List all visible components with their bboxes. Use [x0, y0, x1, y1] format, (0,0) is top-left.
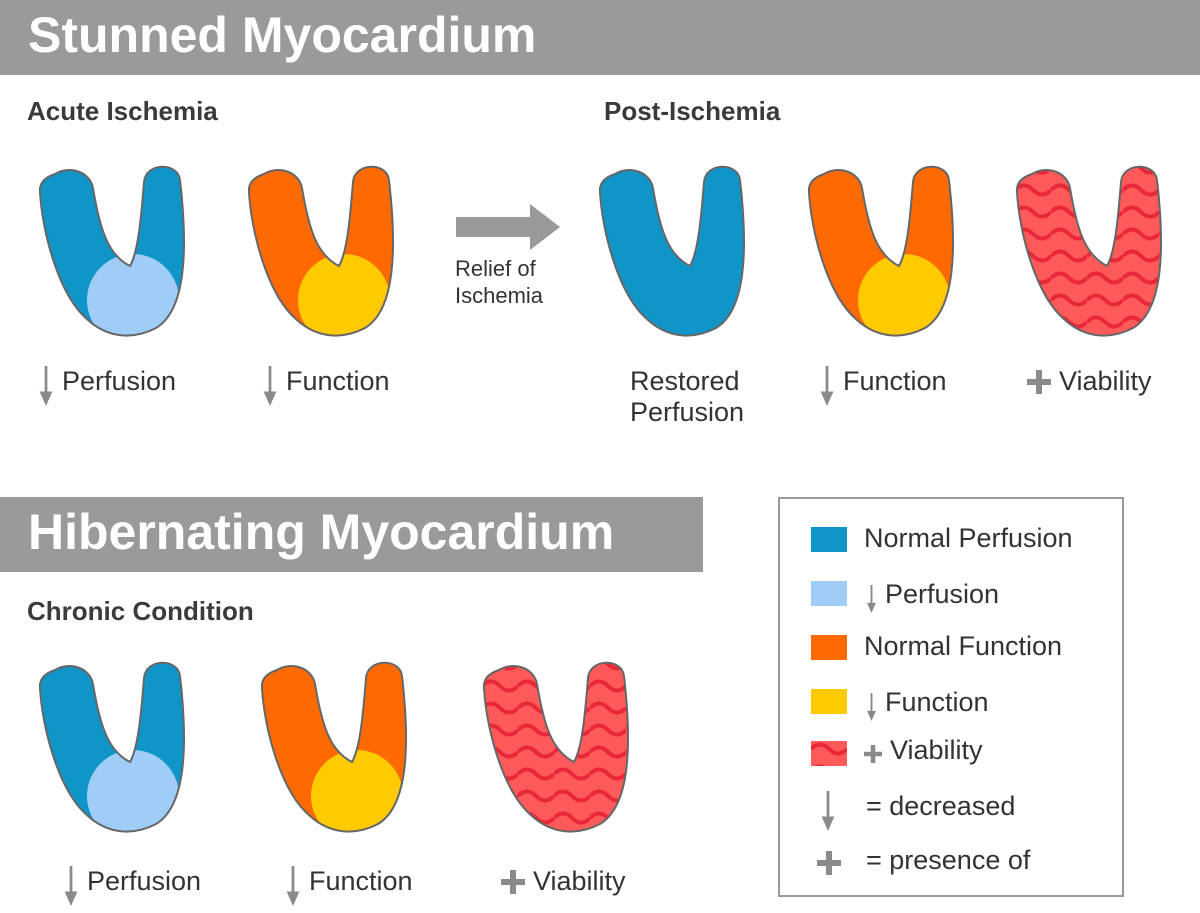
caption-text-line2: Perfusion	[630, 397, 745, 427]
chronic-function-caption: Function	[285, 866, 413, 906]
viability-swatch	[811, 741, 847, 766]
legend-text: = presence of	[866, 845, 1031, 875]
down-arrow-icon	[819, 366, 835, 406]
down-arrow-icon	[285, 866, 301, 906]
chronic-condition-label: Chronic Condition	[27, 596, 254, 626]
plus-icon	[501, 870, 525, 894]
chronic-perfusion-caption: Perfusion	[63, 866, 201, 906]
chronic-function-heart	[260, 661, 408, 833]
caption-text-line1: Restored	[630, 366, 740, 396]
relief-line-1: Relief of	[455, 256, 536, 281]
relief-line-2: Ischemia	[455, 283, 544, 308]
caption-text: Perfusion	[62, 366, 177, 396]
relief-arrow-icon	[456, 204, 560, 250]
acute-function-caption: Function	[262, 366, 390, 406]
acute-function-heart	[247, 165, 395, 337]
caption-text: Viability	[1059, 366, 1152, 396]
caption-text: Perfusion	[87, 866, 202, 896]
legend-text: = decreased	[866, 791, 1016, 821]
legend-text: Normal Perfusion	[864, 523, 1073, 553]
legend-viability: Viability	[864, 735, 983, 766]
caption-text: Viability	[533, 866, 626, 896]
down-arrow-icon	[866, 585, 877, 613]
post-function-heart	[807, 165, 955, 337]
decreased-perfusion-swatch	[811, 581, 847, 606]
relief-of-ischemia-label: Relief of Ischemia	[455, 255, 543, 309]
normal-perfusion-swatch	[811, 527, 847, 552]
down-arrow-icon	[820, 791, 836, 831]
down-arrow-icon	[262, 366, 278, 406]
acute-perfusion-heart	[38, 165, 186, 337]
stunned-title: Stunned Myocardium	[28, 7, 537, 63]
chronic-viability-caption: Viability	[501, 866, 626, 897]
plus-icon	[1027, 370, 1051, 394]
legend-box: Normal Perfusion Perfusion Normal Functi…	[778, 497, 1124, 897]
legend-presence-key: = presence of	[866, 845, 1030, 876]
hibernating-title: Hibernating Myocardium	[28, 504, 615, 560]
legend-normal-perfusion: Normal Perfusion	[864, 523, 1073, 554]
plus-icon	[817, 851, 841, 875]
post-function-caption: Function	[819, 366, 947, 406]
post-viability-caption: Viability	[1027, 366, 1152, 397]
down-arrow-icon	[63, 866, 79, 906]
legend-decreased-key: = decreased	[866, 791, 1015, 822]
down-arrow-icon	[38, 366, 54, 406]
legend-text: Viability	[890, 735, 983, 765]
hibernating-banner: Hibernating Myocardium	[0, 497, 703, 572]
post-viability-heart	[1015, 165, 1163, 337]
decreased-function-swatch	[811, 689, 847, 714]
chronic-perfusion-heart	[38, 661, 186, 833]
legend-decreased-perfusion: Perfusion	[866, 575, 999, 613]
plus-icon	[864, 745, 882, 763]
restored-perfusion-caption: Restored Perfusion	[630, 366, 744, 428]
post-perfusion-heart	[598, 165, 746, 337]
stunned-banner: Stunned Myocardium	[0, 0, 1200, 75]
legend-decreased-function: Function	[866, 683, 989, 721]
post-ischemia-label: Post-Ischemia	[604, 96, 781, 126]
legend-normal-function: Normal Function	[864, 631, 1062, 662]
acute-perfusion-caption: Perfusion	[38, 366, 176, 406]
chronic-viability-heart	[482, 661, 630, 833]
down-arrow-icon	[866, 693, 877, 721]
normal-function-swatch	[811, 635, 847, 660]
acute-ischemia-label: Acute Ischemia	[27, 96, 218, 126]
caption-text: Function	[286, 366, 390, 396]
caption-text: Function	[843, 366, 947, 396]
legend-text: Function	[885, 686, 989, 717]
legend-text: Perfusion	[885, 578, 1000, 609]
legend-text: Normal Function	[864, 631, 1063, 661]
caption-text: Function	[309, 866, 413, 896]
